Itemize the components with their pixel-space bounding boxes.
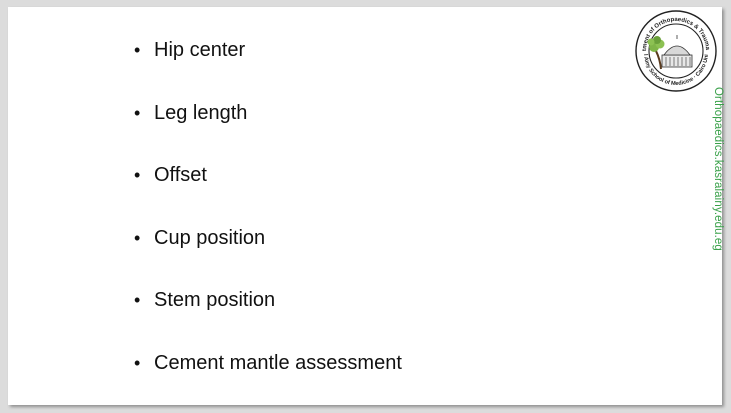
bullet-dot: • xyxy=(134,40,141,60)
website-url: Orthopaedics.kasralainy.edu.eg xyxy=(712,87,724,251)
department-seal-icon: Department of Orthopaedics & Traumatolog… xyxy=(634,9,717,92)
bullet-text: Leg length xyxy=(154,101,248,124)
slide-canvas: • Hip center • Leg length • Offset • Cup… xyxy=(8,7,724,405)
bullet-dot: • xyxy=(134,227,141,248)
list-item: • Offset xyxy=(134,162,402,225)
bullet-dot: • xyxy=(134,290,141,310)
list-item: • Cup position xyxy=(134,225,402,288)
bullet-text: Cement mantle assessment xyxy=(154,351,402,374)
bullet-dot: • xyxy=(134,352,141,373)
bullet-list: • Hip center • Leg length • Offset • Cup… xyxy=(134,37,402,412)
bullet-text: Stem position xyxy=(154,289,276,311)
list-item: • Hip center xyxy=(134,37,402,100)
list-item: • Stem position xyxy=(134,287,402,350)
bullet-text: Hip center xyxy=(154,39,246,61)
bullet-dot: • xyxy=(134,102,141,123)
bullet-text: Cup position xyxy=(154,226,266,249)
list-item: • Leg length xyxy=(134,100,402,163)
bullet-dot: • xyxy=(134,165,141,185)
list-item: • Cement mantle assessment xyxy=(134,350,402,413)
bullet-text: Offset xyxy=(154,164,207,186)
